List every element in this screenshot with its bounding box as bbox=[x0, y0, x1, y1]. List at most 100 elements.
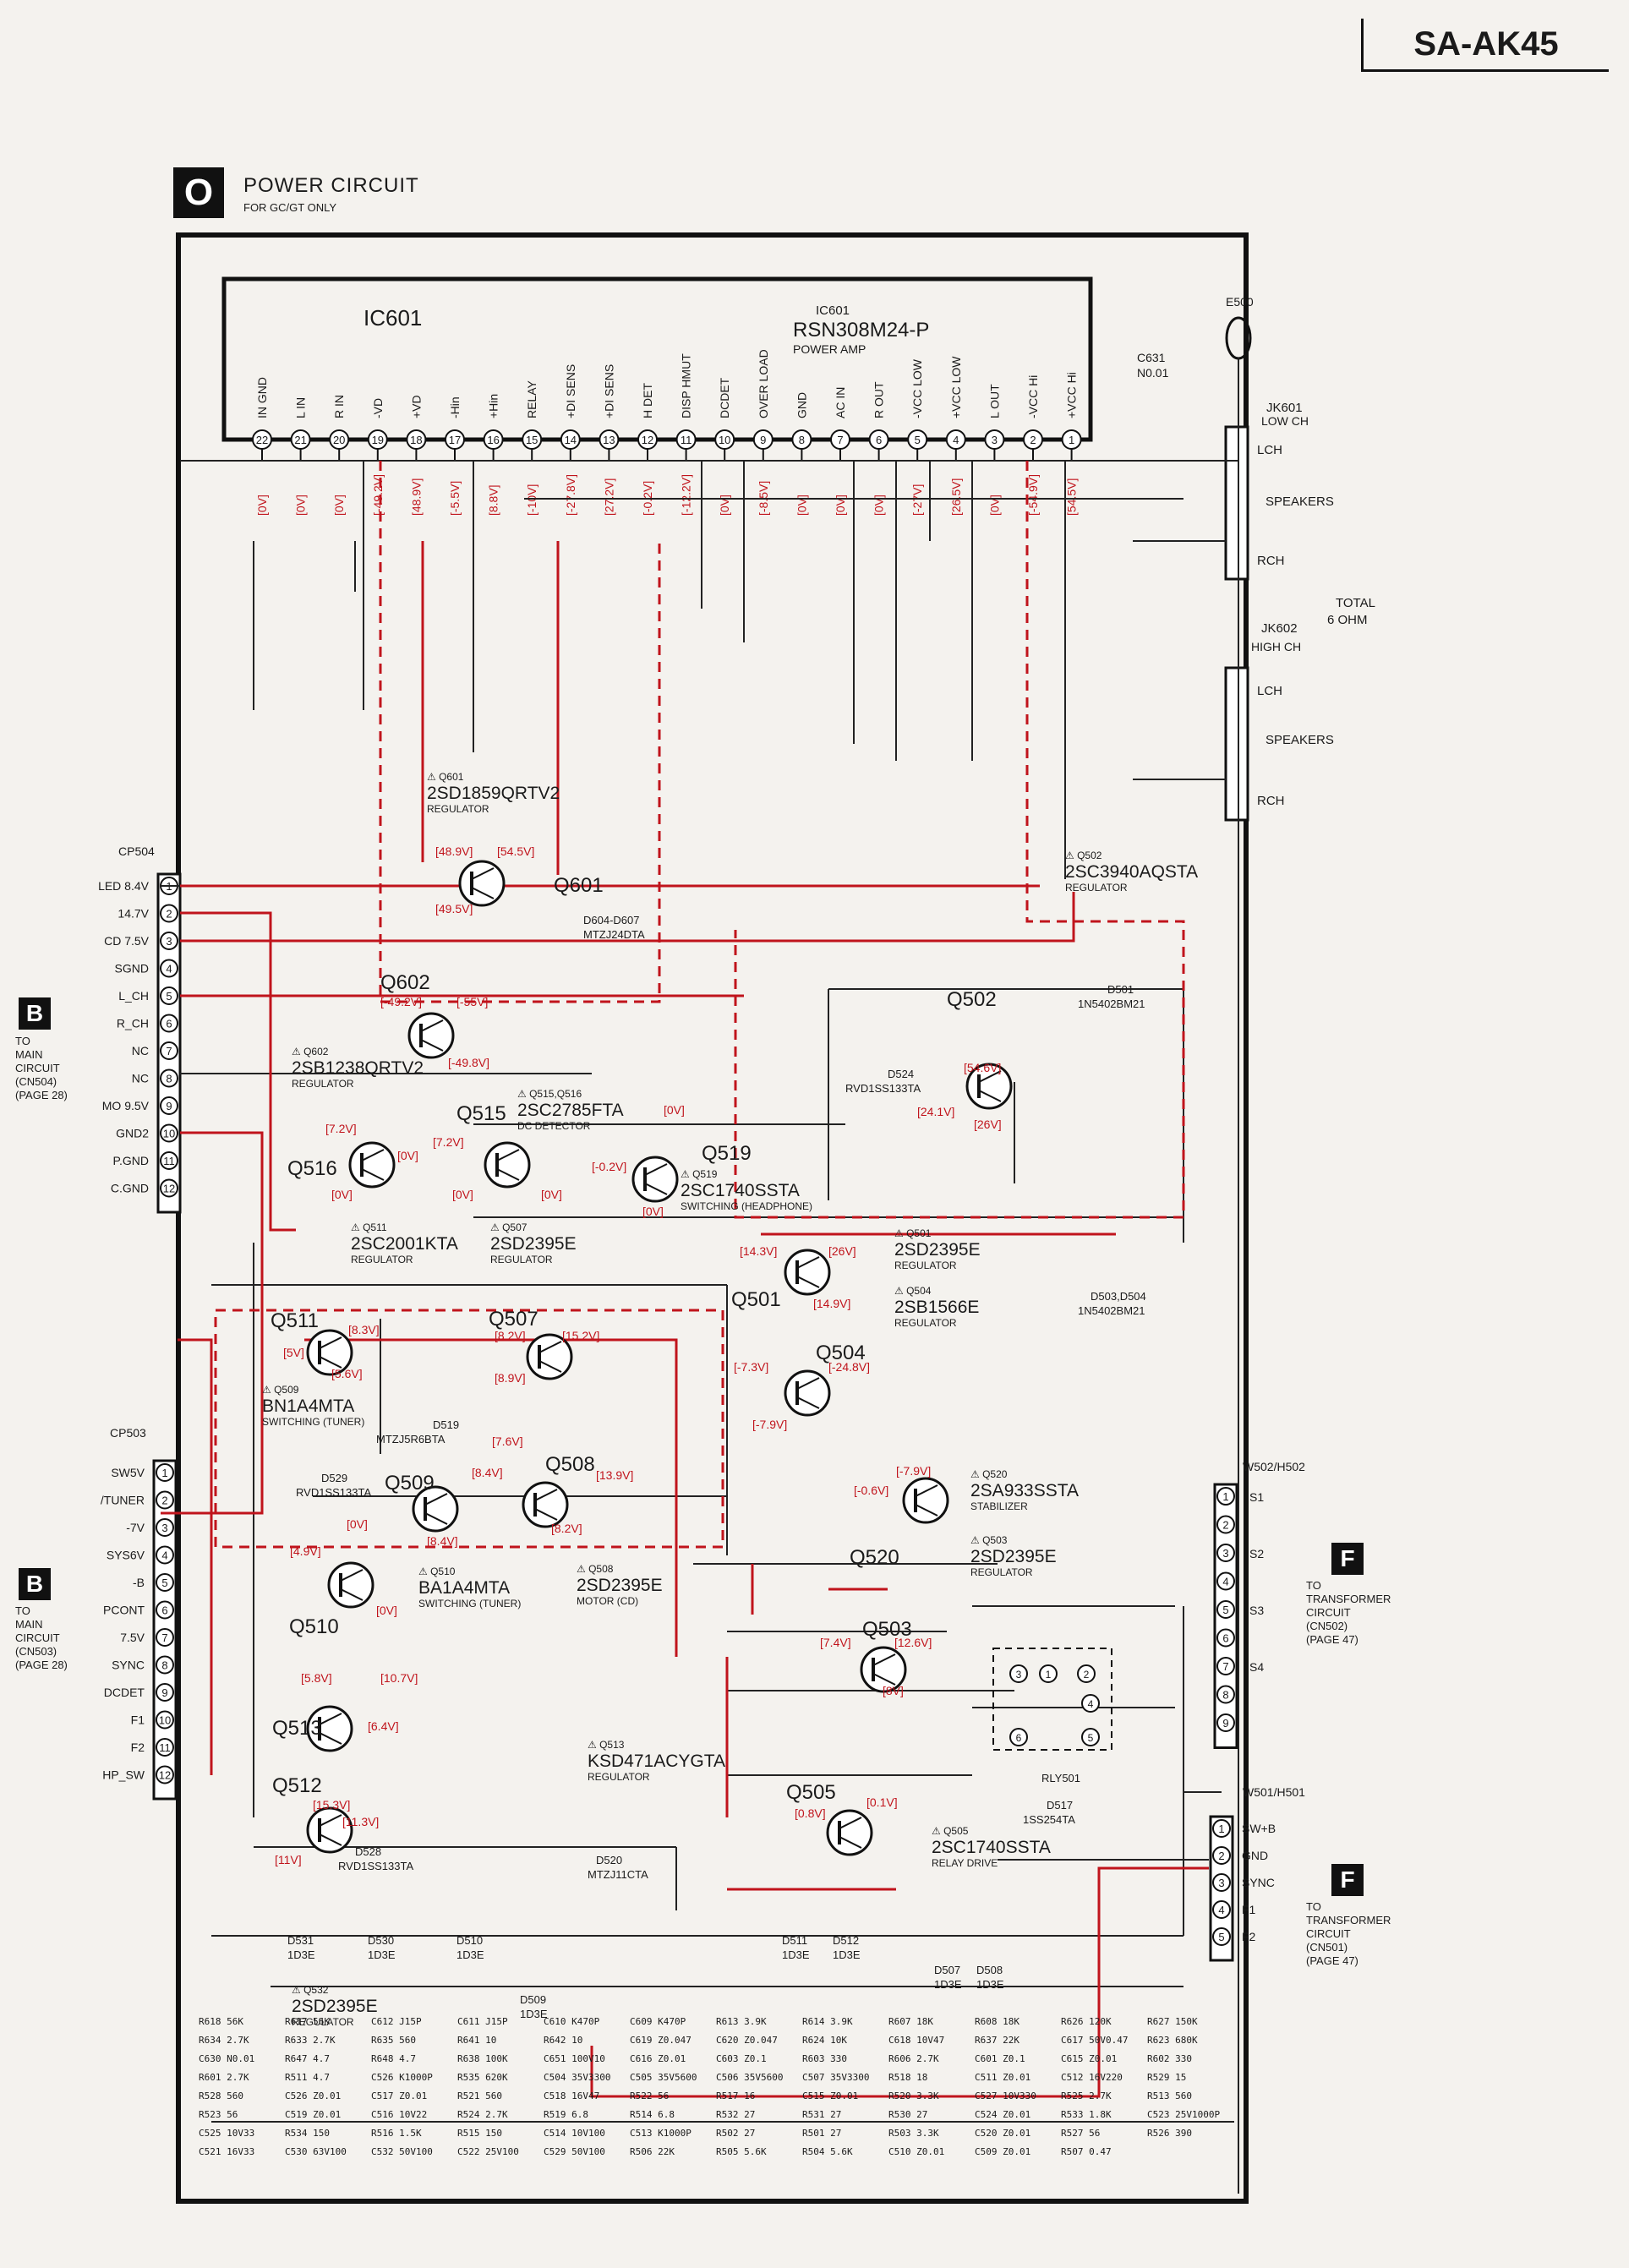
component-label: C615 Z0.01 bbox=[1061, 2053, 1117, 2064]
component-label: R626 120K bbox=[1061, 2016, 1112, 2027]
connector-reference-text: TRANSFORMER bbox=[1306, 1914, 1391, 1926]
ic601-pin-voltage: [0V] bbox=[332, 495, 346, 516]
transistor-part: 2SD2395E bbox=[970, 1547, 1057, 1566]
component-label: C521 16V33 bbox=[199, 2146, 254, 2157]
transistor-role: REGULATOR bbox=[292, 2016, 354, 2028]
voltage-reading: [15.2V] bbox=[562, 1329, 599, 1342]
voltage-reading: [8.9V] bbox=[495, 1371, 526, 1385]
component-label: R623 680K bbox=[1147, 2035, 1198, 2046]
connector-pin bbox=[160, 1014, 178, 1033]
transistor-role: REGULATOR bbox=[490, 1254, 553, 1265]
connector-reference-text: CIRCUIT bbox=[15, 1631, 60, 1644]
transistor-lead bbox=[915, 1504, 938, 1517]
connector-pin-name: DCDET bbox=[104, 1686, 145, 1699]
component-label: C509 Z0.01 bbox=[975, 2146, 1030, 2157]
connector-pin-number: 9 bbox=[161, 1686, 167, 1699]
transistor-ref: ⚠ Q515,Q516 bbox=[517, 1088, 582, 1100]
diode-label: 1N5402BM21 bbox=[1078, 1304, 1145, 1317]
ic601-pin-number: 18 bbox=[410, 434, 422, 446]
ic601-pin-voltage: [48.9V] bbox=[409, 478, 423, 516]
diode-label: D531 bbox=[287, 1934, 314, 1947]
wire-red bbox=[180, 911, 296, 1232]
ic601-pin-voltage: [0V] bbox=[718, 495, 731, 516]
component-label: C526 Z0.01 bbox=[285, 2090, 341, 2101]
c631-value: N0.01 bbox=[1137, 366, 1169, 380]
component-label: R614 3.9K bbox=[802, 2016, 853, 2027]
ic601-part: RSN308M24-P bbox=[793, 319, 929, 342]
transistor-label: Q601 bbox=[554, 874, 604, 897]
ic601-pin-name: +Hin bbox=[487, 394, 500, 418]
voltage-reading: [14.3V] bbox=[740, 1244, 777, 1258]
voltage-reading: [-7.3V] bbox=[734, 1360, 768, 1374]
diode-label: 1N5402BM21 bbox=[1078, 997, 1145, 1010]
transistor-ref: ⚠ Q503 bbox=[970, 1534, 1008, 1546]
ic601-pin-voltage: [-27.8V] bbox=[564, 474, 577, 516]
diode-label: D507 bbox=[934, 1964, 960, 1976]
connector-pin bbox=[160, 959, 178, 978]
connector-reference-text: TO bbox=[15, 1604, 30, 1617]
connector-pin bbox=[160, 1041, 178, 1060]
voltage-reading: [0V] bbox=[664, 1103, 685, 1117]
connector-pin-name: SYS6V bbox=[107, 1549, 145, 1562]
component-label: R520 3.3K bbox=[888, 2090, 939, 2101]
voltage-reading: [5.8V] bbox=[301, 1671, 332, 1685]
connector-pin-number: 9 bbox=[1222, 1717, 1228, 1730]
transistor-role: REGULATOR bbox=[427, 803, 489, 815]
component-label: R526 390 bbox=[1147, 2128, 1192, 2139]
transistor-symbol bbox=[327, 1561, 374, 1609]
ic601-pin-name: +DI SENS bbox=[564, 364, 577, 418]
relay-pin-number: 6 bbox=[1016, 1732, 1022, 1744]
component-label: R528 560 bbox=[199, 2090, 243, 2101]
connector-pin-number: 1 bbox=[1222, 1490, 1228, 1503]
component-label: C524 Z0.01 bbox=[975, 2109, 1030, 2120]
component-label: R519 6.8 bbox=[544, 2109, 588, 2120]
total-label: TOTAL bbox=[1336, 596, 1375, 610]
connector-pin-number: 12 bbox=[163, 1183, 175, 1195]
connector-pin bbox=[156, 1463, 174, 1482]
voltage-reading: [48.9V] bbox=[435, 844, 473, 858]
voltage-reading: [11.3V] bbox=[342, 1815, 379, 1828]
connector-reference-text: (PAGE 47) bbox=[1306, 1633, 1358, 1646]
connector-reference-text: CIRCUIT bbox=[15, 1062, 60, 1074]
transistor-ref: ⚠ Q519 bbox=[681, 1168, 718, 1180]
connector-pin-number: 3 bbox=[161, 1522, 167, 1534]
component-label: C618 10V47 bbox=[888, 2035, 944, 2046]
diode-label: 1D3E bbox=[833, 1948, 861, 1961]
wire-dashed bbox=[734, 461, 1185, 1219]
ic601-label: IC601 bbox=[364, 305, 422, 331]
component-label: C516 10V22 bbox=[371, 2109, 427, 2120]
diode-label: D529 bbox=[321, 1472, 347, 1484]
component-label: C616 Z0.01 bbox=[630, 2053, 686, 2064]
section-badge: O bbox=[173, 167, 224, 218]
transistor-lead bbox=[538, 1360, 562, 1373]
connector-pin-name: /TUNER bbox=[101, 1494, 145, 1507]
jk602-rch: RCH bbox=[1257, 794, 1285, 808]
component-label: R633 2.7K bbox=[285, 2035, 336, 2046]
transistor-lead bbox=[424, 1493, 448, 1506]
component-label: R529 15 bbox=[1147, 2072, 1186, 2083]
ic601-pin-name: -VCC Hi bbox=[1026, 375, 1040, 418]
connector-pin-name: F1 bbox=[131, 1713, 145, 1727]
transistor-ref: ⚠ Q509 bbox=[262, 1384, 299, 1396]
voltage-reading: [-55V] bbox=[456, 995, 488, 1008]
ic601-pin-voltage: [27.2V] bbox=[602, 478, 615, 516]
ic601-pin-name: +VCC Hi bbox=[1065, 372, 1079, 418]
component-label: R627 150K bbox=[1147, 2016, 1198, 2027]
component-label: R624 10K bbox=[802, 2035, 847, 2046]
connector-reference-text: (PAGE 47) bbox=[1306, 1954, 1358, 1967]
voltage-reading: [7.2V] bbox=[433, 1135, 464, 1149]
transistor-symbol bbox=[784, 1369, 831, 1417]
ic601-pin-voltage: [-27V] bbox=[910, 484, 924, 516]
diode-label: 1D3E bbox=[976, 1978, 1004, 1991]
diode-labels: D604-D607MTZJ24DTAD5011N5402BM21D503,D50… bbox=[287, 914, 1146, 2020]
connector-pin-number: 11 bbox=[163, 1155, 175, 1167]
transistor-part: 2SC2001KTA bbox=[351, 1234, 458, 1254]
transistor-role: DC DETECTOR bbox=[517, 1120, 591, 1132]
component-label: C512 16V220 bbox=[1061, 2072, 1123, 2083]
component-label: C520 Z0.01 bbox=[975, 2128, 1030, 2139]
ic601-pin-name: R IN bbox=[332, 395, 346, 418]
component-label: R533 1.8K bbox=[1061, 2109, 1112, 2120]
component-label: C601 Z0.1 bbox=[975, 2053, 1025, 2064]
transistor-lead bbox=[424, 1512, 448, 1525]
